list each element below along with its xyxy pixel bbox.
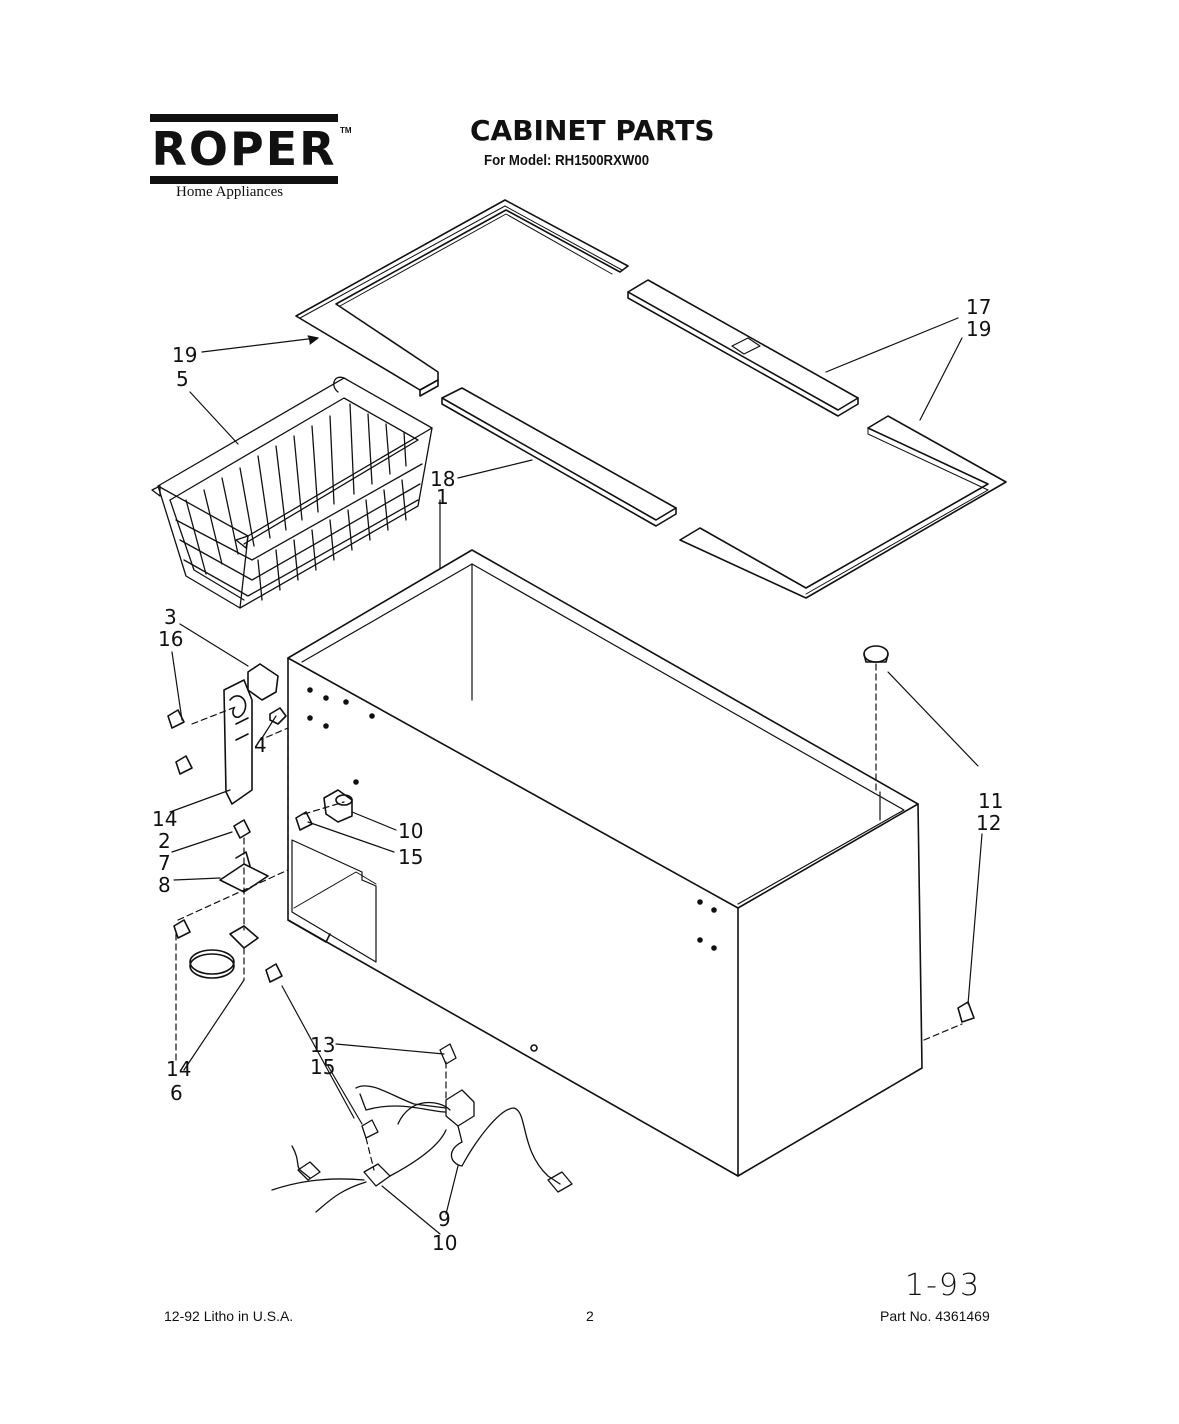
callout-19-right: 19 [966,317,991,341]
gasket-corner-right [679,415,1007,599]
callout-labels: 19 5 17 19 18 1 3 16 14 2 4 10 15 7 8 11… [152,295,1003,1255]
callout-13: 13 [310,1033,335,1057]
bracket-8 [219,863,269,893]
screw-14-bottom [173,919,191,939]
callout-8: 8 [158,873,171,897]
screw-15-left [265,963,283,983]
callout-14-bottom: 14 [166,1057,191,1081]
callout-16: 16 [158,627,183,651]
screw-15-harness [361,1119,379,1139]
callout-7: 7 [158,851,171,875]
callout-11: 11 [978,789,1003,813]
lower-left-parts [173,819,283,983]
thermostat-6 [229,925,259,949]
gasket-rail-17 [627,279,859,411]
logo-trademark: TM [340,126,352,135]
footer-page-number: 2 [586,1308,594,1324]
callout-3: 3 [164,605,177,629]
callout-14-top: 14 [152,807,177,831]
logo-bottom-bar [150,176,338,184]
screw-16 [175,755,193,775]
leader-lines [169,317,983,1235]
cabinet-body [287,549,923,1177]
nut-4 [269,707,287,725]
screw-14-top [167,709,185,729]
callout-9: 9 [438,1207,451,1231]
hinge-plate [247,663,279,701]
hinge-body [223,679,253,805]
screw-15-socket [295,811,313,831]
lid-frame [295,199,1007,599]
callout-4: 4 [254,733,267,757]
logo-wordmark: ROPER [151,122,337,176]
footer-litho: 12-92 Litho in U.S.A. [164,1308,294,1324]
callout-19-left: 19 [172,343,197,367]
screw-13 [439,1043,457,1065]
drain-plug-11 [863,645,889,663]
logo-top-bar [150,114,338,122]
logo-subtitle: Home Appliances [176,184,284,200]
callout-18: 18 [430,467,455,491]
callout-17: 17 [966,295,991,319]
roper-logo: ROPER TM Home Appliances [150,114,352,206]
callout-5: 5 [176,367,189,391]
capillary-coil [189,953,235,979]
wire-basket [151,376,433,609]
callout-10-top: 10 [398,819,423,843]
callout-2: 2 [158,829,171,853]
callout-15-top: 15 [398,845,423,869]
right-parts [863,645,975,1023]
footer-part-number: Part No. 4361469 [880,1308,990,1324]
callout-12: 12 [976,811,1001,835]
light-socket [295,789,353,831]
callout-6: 6 [170,1081,183,1105]
bumper-12 [957,1001,975,1023]
model-line: For Model: RH1500RXW00 [484,152,650,169]
callout-1: 1 [436,485,449,509]
gasket-corner-left [295,199,629,391]
handwritten-date: 1-93 [905,1268,982,1303]
page-title: CABINET PARTS [470,114,715,147]
wiring-harness [271,1043,573,1213]
callout-10-bottom: 10 [432,1231,457,1255]
cabinet-cutout [291,839,377,963]
callout-15-bottom: 15 [310,1055,335,1079]
knob-7 [233,819,251,839]
gasket-rail-18 [441,387,677,521]
hinge-assembly [167,663,287,805]
